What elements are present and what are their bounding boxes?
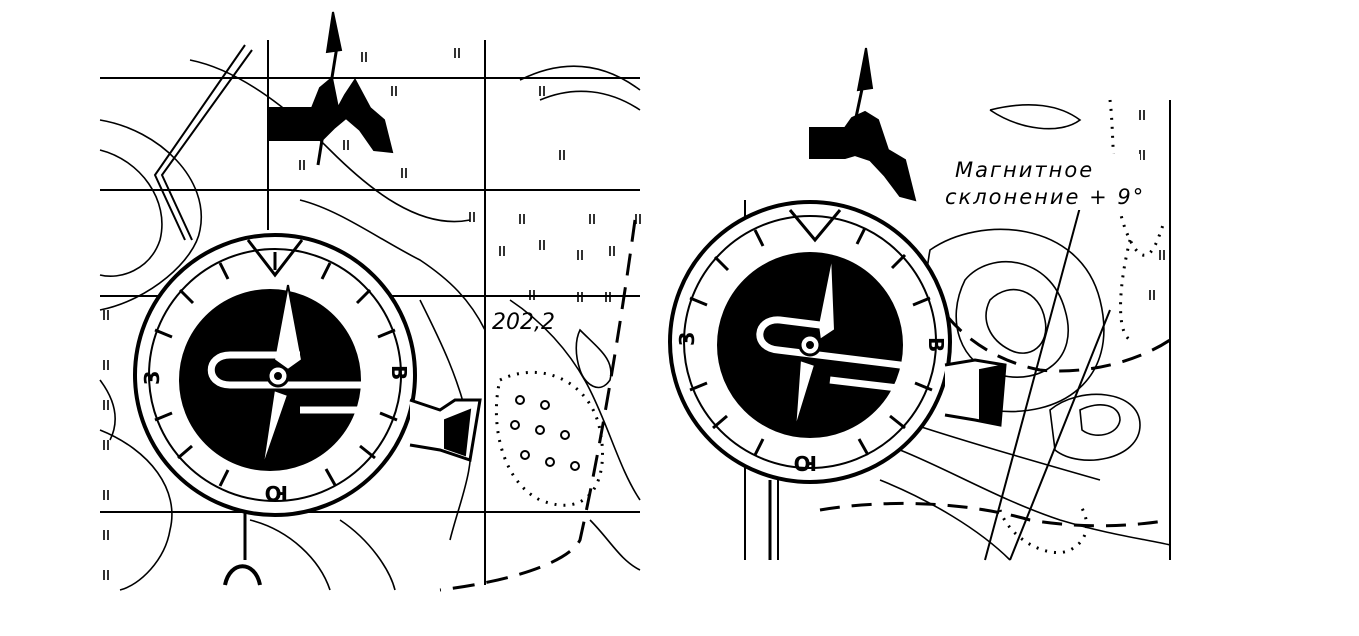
- declination-label-backdrop: [940, 154, 1140, 210]
- right-compass-ticks: [689, 227, 933, 456]
- declination-label-line2: склонение + 9°: [945, 185, 1145, 209]
- left-compass-east-mark: В: [387, 365, 411, 380]
- right-compass-south-mark: Ю: [794, 451, 817, 475]
- declination-label-line1: Магнитное: [955, 158, 1094, 182]
- left-landmark-symbols: [269, 76, 394, 154]
- left-compass-south-mark: Ю: [265, 481, 288, 505]
- left-map-panel: [99, 11, 641, 592]
- left-dotted-boundary: [494, 370, 604, 507]
- right-dashed-trail-2: [819, 501, 1171, 528]
- left-road: [153, 44, 253, 241]
- right-compass: [668, 200, 1007, 560]
- right-map-panel: [668, 47, 1171, 561]
- left-contour-lines: [99, 59, 641, 591]
- left-bush-symbols: [510, 395, 580, 471]
- left-compass-west-mark: З: [140, 371, 164, 385]
- right-dotted-boundary: [1108, 99, 1167, 257]
- left-compass-ticks: [154, 252, 398, 487]
- right-compass-east-mark: В: [924, 337, 948, 352]
- right-compass-west-mark: З: [675, 332, 699, 346]
- right-dashed-trail: [928, 289, 1171, 373]
- left-dashed-trail: [439, 219, 637, 592]
- elevation-label: 202,2: [492, 310, 555, 335]
- right-landmark-symbols: [809, 110, 917, 202]
- left-compass: [133, 233, 482, 586]
- left-marsh-symbols: [103, 48, 641, 580]
